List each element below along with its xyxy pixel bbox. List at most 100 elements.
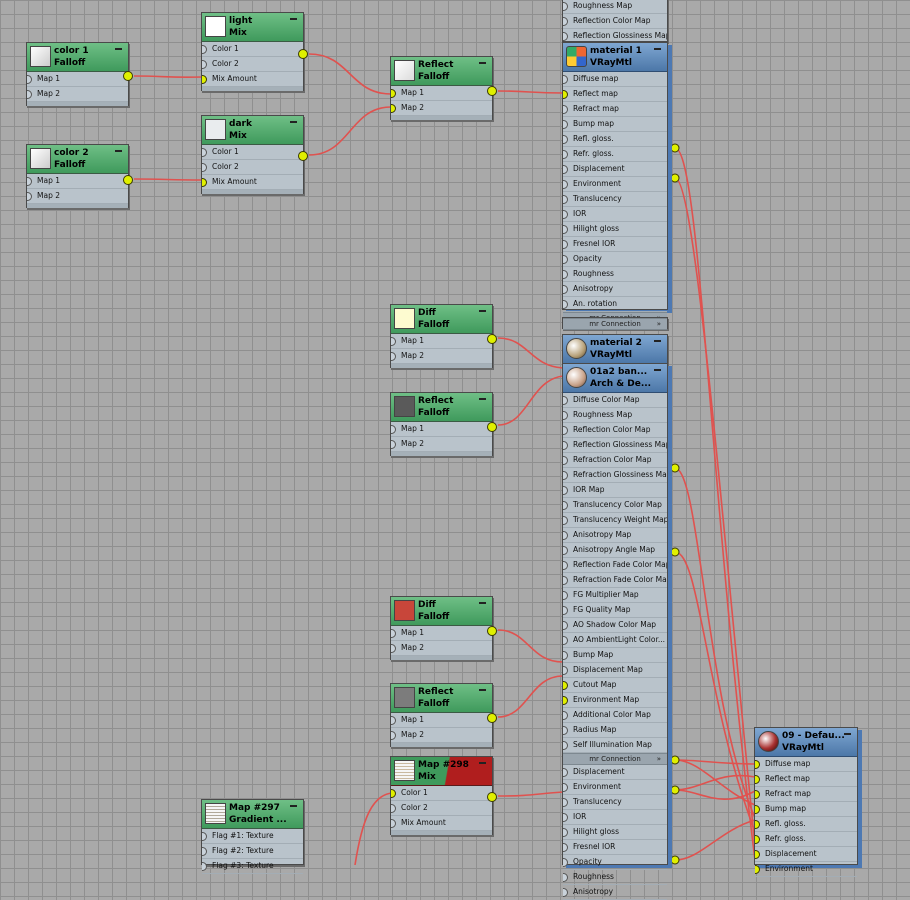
input-socket[interactable] xyxy=(563,426,568,435)
socket-row[interactable]: Radius Map xyxy=(563,723,667,738)
socket-row[interactable]: Mix Amount xyxy=(202,72,303,87)
input-socket[interactable] xyxy=(563,651,568,660)
input-socket[interactable] xyxy=(202,178,207,187)
socket-row[interactable]: Opacity xyxy=(563,252,667,267)
wire[interactable] xyxy=(497,375,564,426)
input-socket[interactable] xyxy=(391,629,396,638)
input-socket[interactable] xyxy=(563,456,568,465)
socket-row[interactable]: Diffuse map xyxy=(563,72,667,87)
output-socket[interactable] xyxy=(670,173,680,183)
socket-row[interactable]: Refl. gloss. xyxy=(563,132,667,147)
minimize-icon[interactable] xyxy=(654,369,661,371)
minimize-icon[interactable] xyxy=(479,398,486,400)
socket-row[interactable]: Refraction Fade Color Map xyxy=(563,573,667,588)
node-header[interactable]: light Mix xyxy=(202,13,303,42)
socket-row[interactable]: IOR Map xyxy=(563,483,667,498)
input-socket[interactable] xyxy=(202,148,207,157)
node-partial-top[interactable]: Roughness Map Reflection Color Map Refle… xyxy=(562,0,668,44)
socket-row[interactable]: Roughness xyxy=(563,267,667,282)
socket-row[interactable]: Displacement Map xyxy=(563,663,667,678)
input-socket[interactable] xyxy=(563,225,568,234)
input-socket[interactable] xyxy=(202,832,207,841)
node-header[interactable]: Reflect Falloff xyxy=(391,393,492,422)
socket-row[interactable]: Color 1 xyxy=(202,42,303,57)
output-socket[interactable] xyxy=(487,792,497,802)
node-header[interactable]: Map #297 Gradient ... xyxy=(202,800,303,829)
input-socket[interactable] xyxy=(563,828,568,837)
minimize-icon[interactable] xyxy=(290,805,297,807)
socket-row[interactable]: Map 1 xyxy=(391,713,492,728)
input-socket[interactable] xyxy=(563,531,568,540)
input-socket[interactable] xyxy=(563,888,568,897)
input-socket[interactable] xyxy=(563,396,568,405)
input-socket[interactable] xyxy=(563,783,568,792)
socket-row[interactable]: Self Illumination Map xyxy=(563,738,667,753)
input-socket[interactable] xyxy=(563,2,568,11)
input-socket[interactable] xyxy=(391,789,396,798)
socket-row[interactable]: Color 1 xyxy=(202,145,303,160)
output-socket[interactable] xyxy=(487,86,497,96)
socket-row[interactable]: Opacity xyxy=(563,855,667,870)
socket-row[interactable]: Environment xyxy=(563,177,667,192)
minimize-icon[interactable] xyxy=(479,689,486,691)
input-socket[interactable] xyxy=(563,441,568,450)
input-socket[interactable] xyxy=(563,32,568,41)
input-socket[interactable] xyxy=(202,45,207,54)
node-header[interactable]: Map #298 Mix xyxy=(391,757,492,786)
socket-row[interactable]: Refract map xyxy=(563,102,667,117)
socket-row[interactable]: Displacement xyxy=(563,162,667,177)
input-socket[interactable] xyxy=(563,180,568,189)
wire[interactable] xyxy=(497,675,564,718)
output-socket[interactable] xyxy=(487,626,497,636)
socket-row[interactable]: Map 2 xyxy=(27,189,128,204)
socket-row[interactable]: Map 2 xyxy=(391,349,492,364)
input-socket[interactable] xyxy=(563,696,568,705)
minimize-icon[interactable] xyxy=(115,150,122,152)
input-socket[interactable] xyxy=(563,255,568,264)
socket-row[interactable]: Roughness xyxy=(563,870,667,885)
socket-row[interactable]: An. rotation xyxy=(563,297,667,312)
minimize-icon[interactable] xyxy=(479,62,486,64)
socket-row[interactable]: Bump map xyxy=(755,802,857,817)
minimize-icon[interactable] xyxy=(844,733,851,735)
input-socket[interactable] xyxy=(563,135,568,144)
input-socket[interactable] xyxy=(563,411,568,420)
socket-row[interactable]: Refl. gloss. xyxy=(755,817,857,832)
node-diff-falloff-2[interactable]: Diff Falloff Map 1 Map 2 xyxy=(390,596,497,660)
socket-row[interactable]: Anisotropy xyxy=(563,885,667,900)
input-socket[interactable] xyxy=(563,621,568,630)
node-material1-collapsed-row[interactable]: mr Connection» xyxy=(562,317,668,330)
socket-row[interactable]: Refraction Color Map xyxy=(563,453,667,468)
input-socket[interactable] xyxy=(563,873,568,882)
input-socket[interactable] xyxy=(563,711,568,720)
node-light-mix[interactable]: light Mix Color 1 Color 2 Mix Amount xyxy=(201,12,308,91)
input-socket[interactable] xyxy=(563,285,568,294)
node-header[interactable]: color 2 Falloff xyxy=(27,145,128,174)
input-socket[interactable] xyxy=(563,90,568,99)
output-socket[interactable] xyxy=(123,175,133,185)
socket-row[interactable]: Environment xyxy=(755,862,857,877)
input-socket[interactable] xyxy=(563,591,568,600)
socket-row[interactable]: Environment xyxy=(563,780,667,795)
socket-row[interactable]: Map 1 xyxy=(391,422,492,437)
minimize-icon[interactable] xyxy=(654,48,661,50)
socket-row[interactable]: FG Quality Map xyxy=(563,603,667,618)
minimize-icon[interactable] xyxy=(479,310,486,312)
wire[interactable] xyxy=(497,629,564,663)
socket-row[interactable]: Flag #1: Texture xyxy=(202,829,303,844)
socket-row[interactable]: Map 1 xyxy=(391,86,492,101)
input-socket[interactable] xyxy=(563,300,568,309)
socket-row[interactable]: Map 2 xyxy=(391,101,492,116)
node-diff-falloff-1[interactable]: Diff Falloff Map 1 Map 2 xyxy=(390,304,497,368)
socket-row[interactable]: Reflection Color Map xyxy=(563,423,667,438)
socket-row[interactable]: FG Multiplier Map xyxy=(563,588,667,603)
input-socket[interactable] xyxy=(391,352,396,361)
node-header[interactable]: material 2 VRayMtl xyxy=(563,335,667,364)
socket-row[interactable]: Fresnel IOR xyxy=(563,237,667,252)
node-arch-design-material[interactable]: 01a2 ban... Arch & De... Diffuse Color M… xyxy=(562,363,668,900)
node-map297-gradient[interactable]: Map #297 Gradient ... Flag #1: Texture F… xyxy=(201,799,304,874)
socket-row[interactable]: Diffuse map xyxy=(755,757,857,772)
input-socket[interactable] xyxy=(563,270,568,279)
node-reflect-falloff-3[interactable]: Reflect Falloff Map 1 Map 2 xyxy=(390,683,497,747)
